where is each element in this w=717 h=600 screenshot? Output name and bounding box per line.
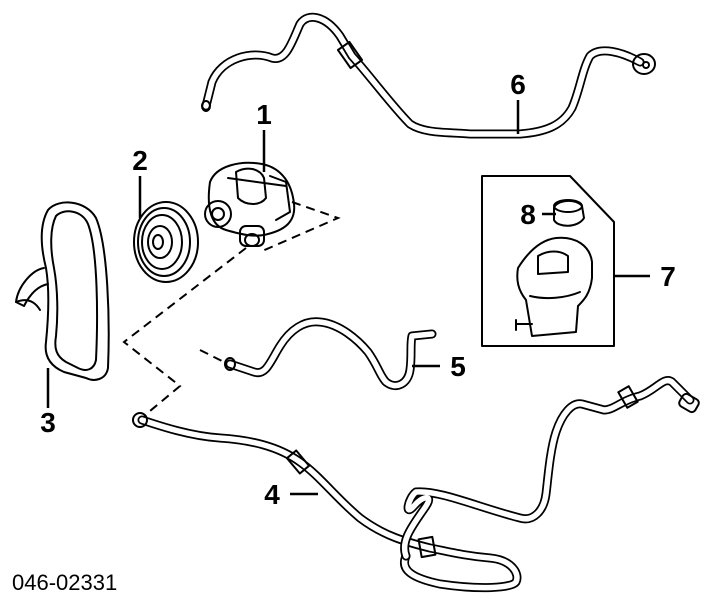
callout-5: 5 [450,351,466,382]
drive-belt-3 [15,201,110,381]
hose-crimp-2 [417,535,437,559]
assembly-dash-lines [122,201,341,417]
hose-crimp-3 [617,385,639,409]
callout-8: 8 [520,199,536,230]
hose-end-fitting [678,392,700,414]
hose-end-cap [201,100,211,112]
callout-3: 3 [40,407,56,438]
hose-crimp [285,449,311,475]
pulley-2 [133,201,199,283]
callout-4: 4 [264,479,280,510]
leader-lines [46,100,650,496]
supply-hose-5 [224,317,437,390]
steering-pump-1 [204,161,296,247]
upper-hose-6 [201,12,656,139]
hose-fitting-end [132,412,148,428]
banjo-fitting [632,53,656,75]
hose-clamp [336,40,364,70]
reservoir-box-7 [481,175,615,347]
callout-7: 7 [660,261,676,292]
diagram-code: 046-02331 [12,570,117,595]
banjo-bolt-hole [642,61,650,69]
callout-6: 6 [510,69,526,100]
pressure-hose-4 [132,376,700,593]
reservoir-cap-8 [553,200,585,227]
pump-shaft-boss [204,200,232,228]
callout-2: 2 [132,145,148,176]
callout-1: 1 [256,99,272,130]
reservoir-tank [516,236,593,337]
